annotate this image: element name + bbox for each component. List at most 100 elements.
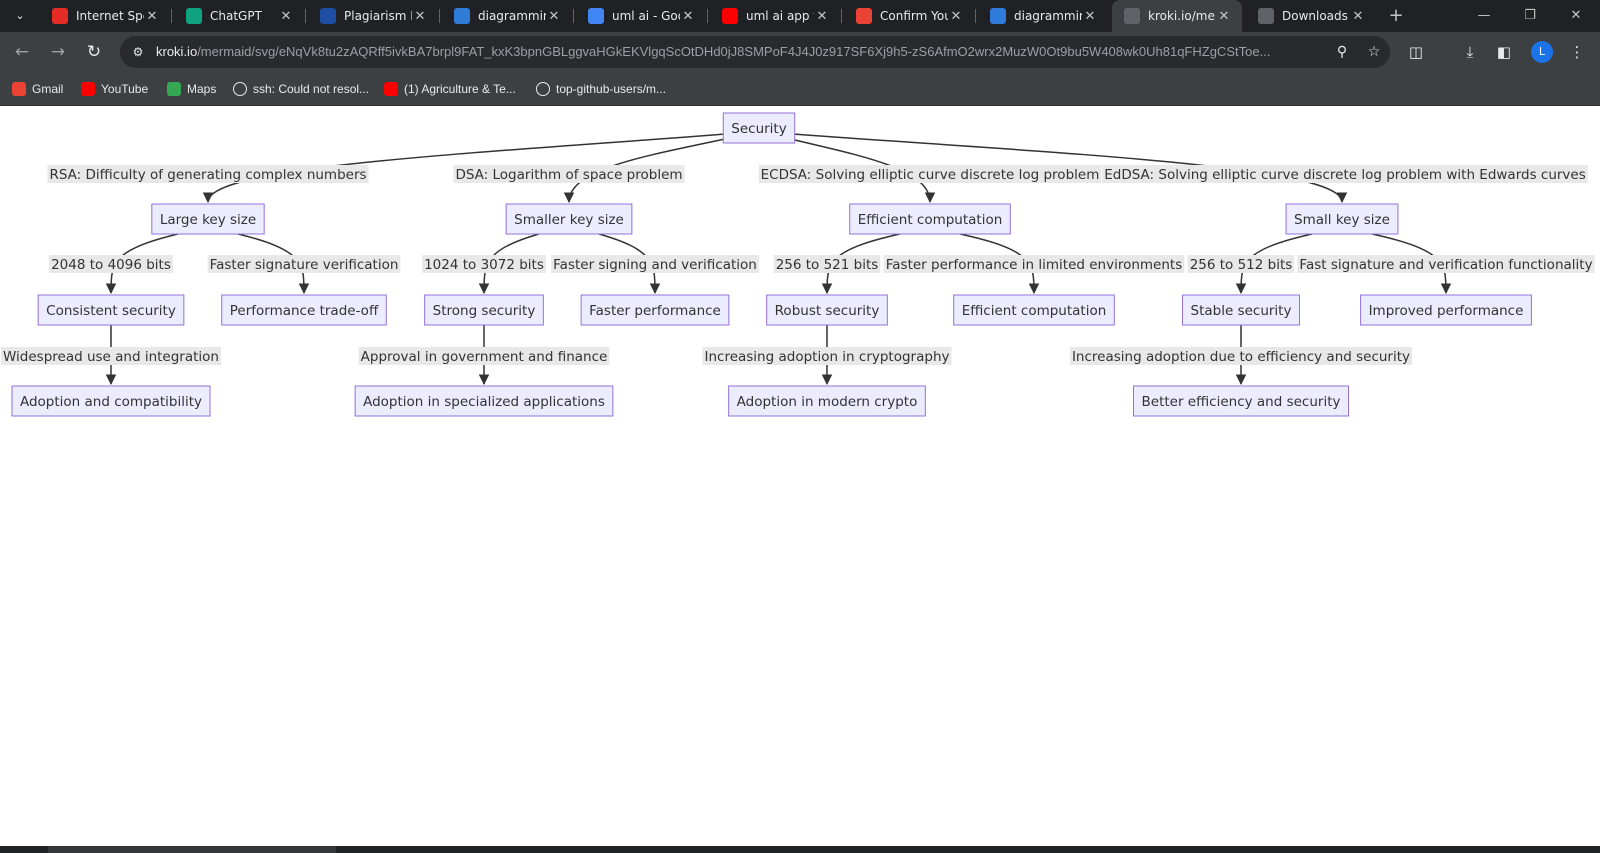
- diagram-node[interactable]: Efficient computation: [953, 294, 1115, 326]
- browser-tab[interactable]: Confirm You✕: [844, 0, 974, 32]
- diagram-node[interactable]: Performance trade-off: [221, 294, 387, 326]
- edge-label: Faster signature verification: [207, 255, 401, 273]
- diagram-node[interactable]: Efficient computation: [849, 203, 1011, 235]
- tab-close-icon[interactable]: ✕: [414, 8, 426, 24]
- diagram-edge: [769, 133, 936, 204]
- edge-label-text: 256 to 521 bits: [776, 257, 879, 273]
- bookmark-item[interactable]: top-github-users/m...: [536, 80, 666, 98]
- diagram-node[interactable]: Better efficiency and security: [1133, 385, 1349, 417]
- node-box: [953, 294, 1115, 326]
- new-tab-button[interactable]: +: [1388, 5, 1404, 26]
- window-close-icon[interactable]: ✕: [1570, 8, 1582, 23]
- node-box: [1285, 203, 1399, 235]
- bookmark-item[interactable]: YouTube: [81, 80, 148, 98]
- node-box: [1182, 294, 1300, 326]
- edge-label: Increasing adoption in cryptography: [702, 347, 952, 365]
- address-url[interactable]: kroki.io/mermaid/svg/eNqVk8tu2zAQRff5ivk…: [156, 44, 1326, 59]
- address-bar[interactable]: ⚙ kroki.io/mermaid/svg/eNqVk8tu2zAQRff5i…: [120, 36, 1390, 68]
- browser-tab[interactable]: ChatGPT✕: [174, 0, 304, 32]
- bookmark-item[interactable]: Gmail: [12, 80, 63, 98]
- node-label: Security: [731, 121, 786, 137]
- tab-close-icon[interactable]: ✕: [816, 8, 828, 24]
- node-box: [505, 203, 633, 235]
- tab-title: Confirm You: [880, 9, 948, 23]
- gmail-icon: [856, 8, 872, 24]
- edge-label-text: 256 to 512 bits: [1190, 257, 1293, 273]
- edge-label-text: 2048 to 4096 bits: [51, 257, 171, 273]
- tab-close-icon[interactable]: ✕: [950, 8, 962, 24]
- browser-tab[interactable]: uml ai app f✕: [710, 0, 840, 32]
- downloads-icon[interactable]: ⤓: [1466, 43, 1474, 61]
- diagram-node[interactable]: Large key size: [151, 203, 265, 235]
- diagram-node[interactable]: Improved performance: [1360, 294, 1532, 326]
- tab-title: kroki.io/mer: [1148, 9, 1216, 23]
- reload-button[interactable]: ↻: [86, 42, 102, 62]
- edge-label-bg: [551, 255, 759, 273]
- node-label: Better efficiency and security: [1142, 394, 1341, 410]
- bookmark-item[interactable]: ssh: Could not resol...: [233, 80, 369, 98]
- profile-avatar[interactable]: L: [1531, 41, 1553, 63]
- node-box: [221, 294, 387, 326]
- tab-close-icon[interactable]: ✕: [1218, 8, 1230, 24]
- diagram-node[interactable]: Adoption in modern crypto: [728, 385, 926, 417]
- node-label: Performance trade-off: [230, 303, 379, 319]
- edge-label: 2048 to 4096 bits: [49, 255, 173, 273]
- tab-search-icon[interactable]: ⌄: [15, 9, 25, 22]
- edge-label-bg: [1102, 165, 1588, 183]
- minimize-icon[interactable]: —: [1477, 8, 1491, 23]
- side-panel-icon[interactable]: ◧: [1496, 43, 1512, 61]
- diagram-edge: [202, 133, 727, 204]
- edge-label: Approval in government and finance: [358, 347, 610, 365]
- browser-tab[interactable]: uml ai - Goo✕: [576, 0, 706, 32]
- tab-close-icon[interactable]: ✕: [682, 8, 694, 24]
- browser-tab[interactable]: Internet Spe✕: [40, 0, 170, 32]
- browser-tab[interactable]: Downloads ✕: [1246, 0, 1376, 32]
- site-info-icon[interactable]: ⚙: [132, 45, 144, 59]
- diagram-node[interactable]: Robust security: [766, 294, 888, 326]
- back-button[interactable]: ←: [14, 42, 30, 62]
- tab-separator: [573, 9, 574, 23]
- edge-label-bg: [702, 347, 952, 365]
- diagram-node[interactable]: Smaller key size: [505, 203, 633, 235]
- diagram-node-root[interactable]: Security: [722, 112, 796, 144]
- node-label: Adoption and compatibility: [20, 394, 202, 410]
- tab-close-icon[interactable]: ✕: [280, 8, 292, 24]
- edge-label: Faster performance in limited environmen…: [883, 255, 1185, 273]
- zoom-icon[interactable]: ⚲: [1336, 44, 1348, 60]
- tab-close-icon[interactable]: ✕: [1084, 8, 1096, 24]
- diagram-node[interactable]: Small key size: [1285, 203, 1399, 235]
- tab-title: diagrammin: [1014, 9, 1082, 23]
- edge-label: Fast signature and verification function…: [1297, 255, 1595, 273]
- node-label: Stable security: [1191, 303, 1292, 319]
- browser-tab[interactable]: Plagiarism R✕: [308, 0, 438, 32]
- edge-label: Widespread use and integration: [0, 347, 222, 365]
- tab-separator: [171, 9, 172, 23]
- diagram-node[interactable]: Faster performance: [580, 294, 730, 326]
- menu-kebab-icon[interactable]: ⋮: [1569, 43, 1585, 61]
- tab-close-icon[interactable]: ✕: [548, 8, 560, 24]
- tab-close-icon[interactable]: ✕: [1352, 8, 1364, 24]
- forward-button[interactable]: →: [50, 42, 66, 62]
- edge-label-bg: [773, 255, 881, 273]
- bookmark-item[interactable]: Maps: [167, 80, 216, 98]
- edge-label-bg: [47, 165, 369, 183]
- diagram-node[interactable]: Consistent security: [37, 294, 185, 326]
- diagram-node[interactable]: Strong security: [424, 294, 544, 326]
- bookmark-star-icon[interactable]: ☆: [1367, 44, 1381, 60]
- browser-tab[interactable]: diagrammin✕: [442, 0, 572, 32]
- node-box: [849, 203, 1011, 235]
- restore-icon[interactable]: ❐: [1524, 8, 1536, 23]
- bookmark-item[interactable]: (1) Agriculture & Te...: [384, 80, 516, 98]
- diagram-node[interactable]: Adoption in specialized applications: [354, 385, 614, 417]
- diagram-edge: [791, 133, 1348, 204]
- diagram-node[interactable]: Stable security: [1182, 294, 1300, 326]
- node-label: Robust security: [775, 303, 880, 319]
- tab-close-icon[interactable]: ✕: [146, 8, 158, 24]
- tab-title: Downloads: [1282, 9, 1348, 23]
- edge-label: ECDSA: Solving elliptic curve discrete l…: [758, 165, 1102, 183]
- browser-tab[interactable]: diagrammin✕: [978, 0, 1108, 32]
- browser-tab[interactable]: kroki.io/mer✕: [1112, 0, 1242, 32]
- extensions-icon[interactable]: ◫: [1408, 43, 1424, 61]
- edge-label-bg: [422, 255, 546, 273]
- diagram-node[interactable]: Adoption and compatibility: [11, 385, 211, 417]
